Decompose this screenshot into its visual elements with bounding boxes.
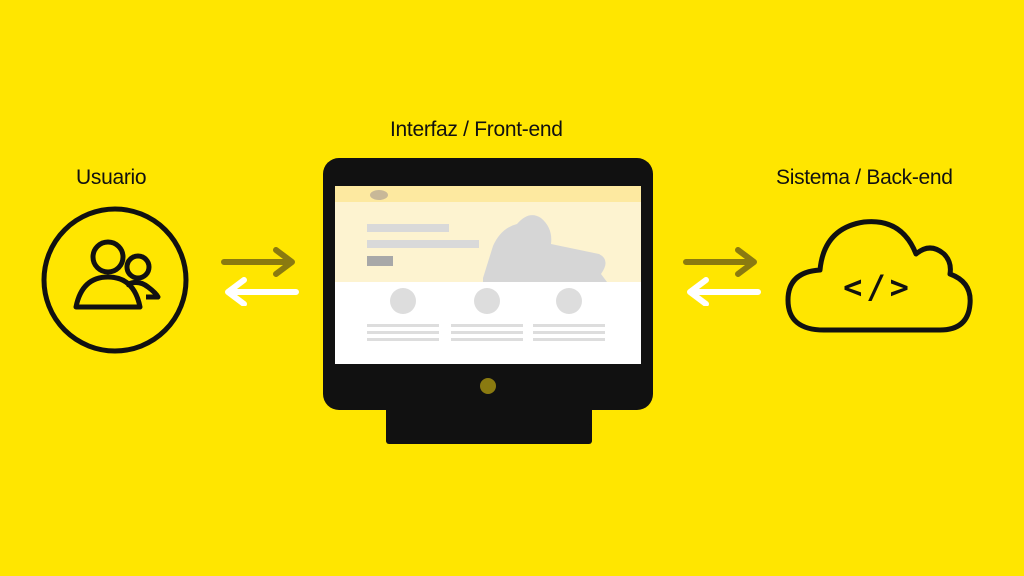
bidirectional-arrows-icon	[683, 247, 761, 306]
frontend-label: Interfaz / Front-end	[390, 118, 563, 141]
user-label: Usuario	[76, 166, 147, 189]
cloud-code-icon	[785, 219, 973, 333]
bidirectional-arrows-icon	[221, 247, 299, 306]
code-glyph: </>	[843, 268, 913, 306]
desktop-monitor-icon	[323, 158, 653, 444]
users-icon	[41, 206, 189, 354]
backend-label: Sistema / Back-end	[776, 166, 953, 189]
